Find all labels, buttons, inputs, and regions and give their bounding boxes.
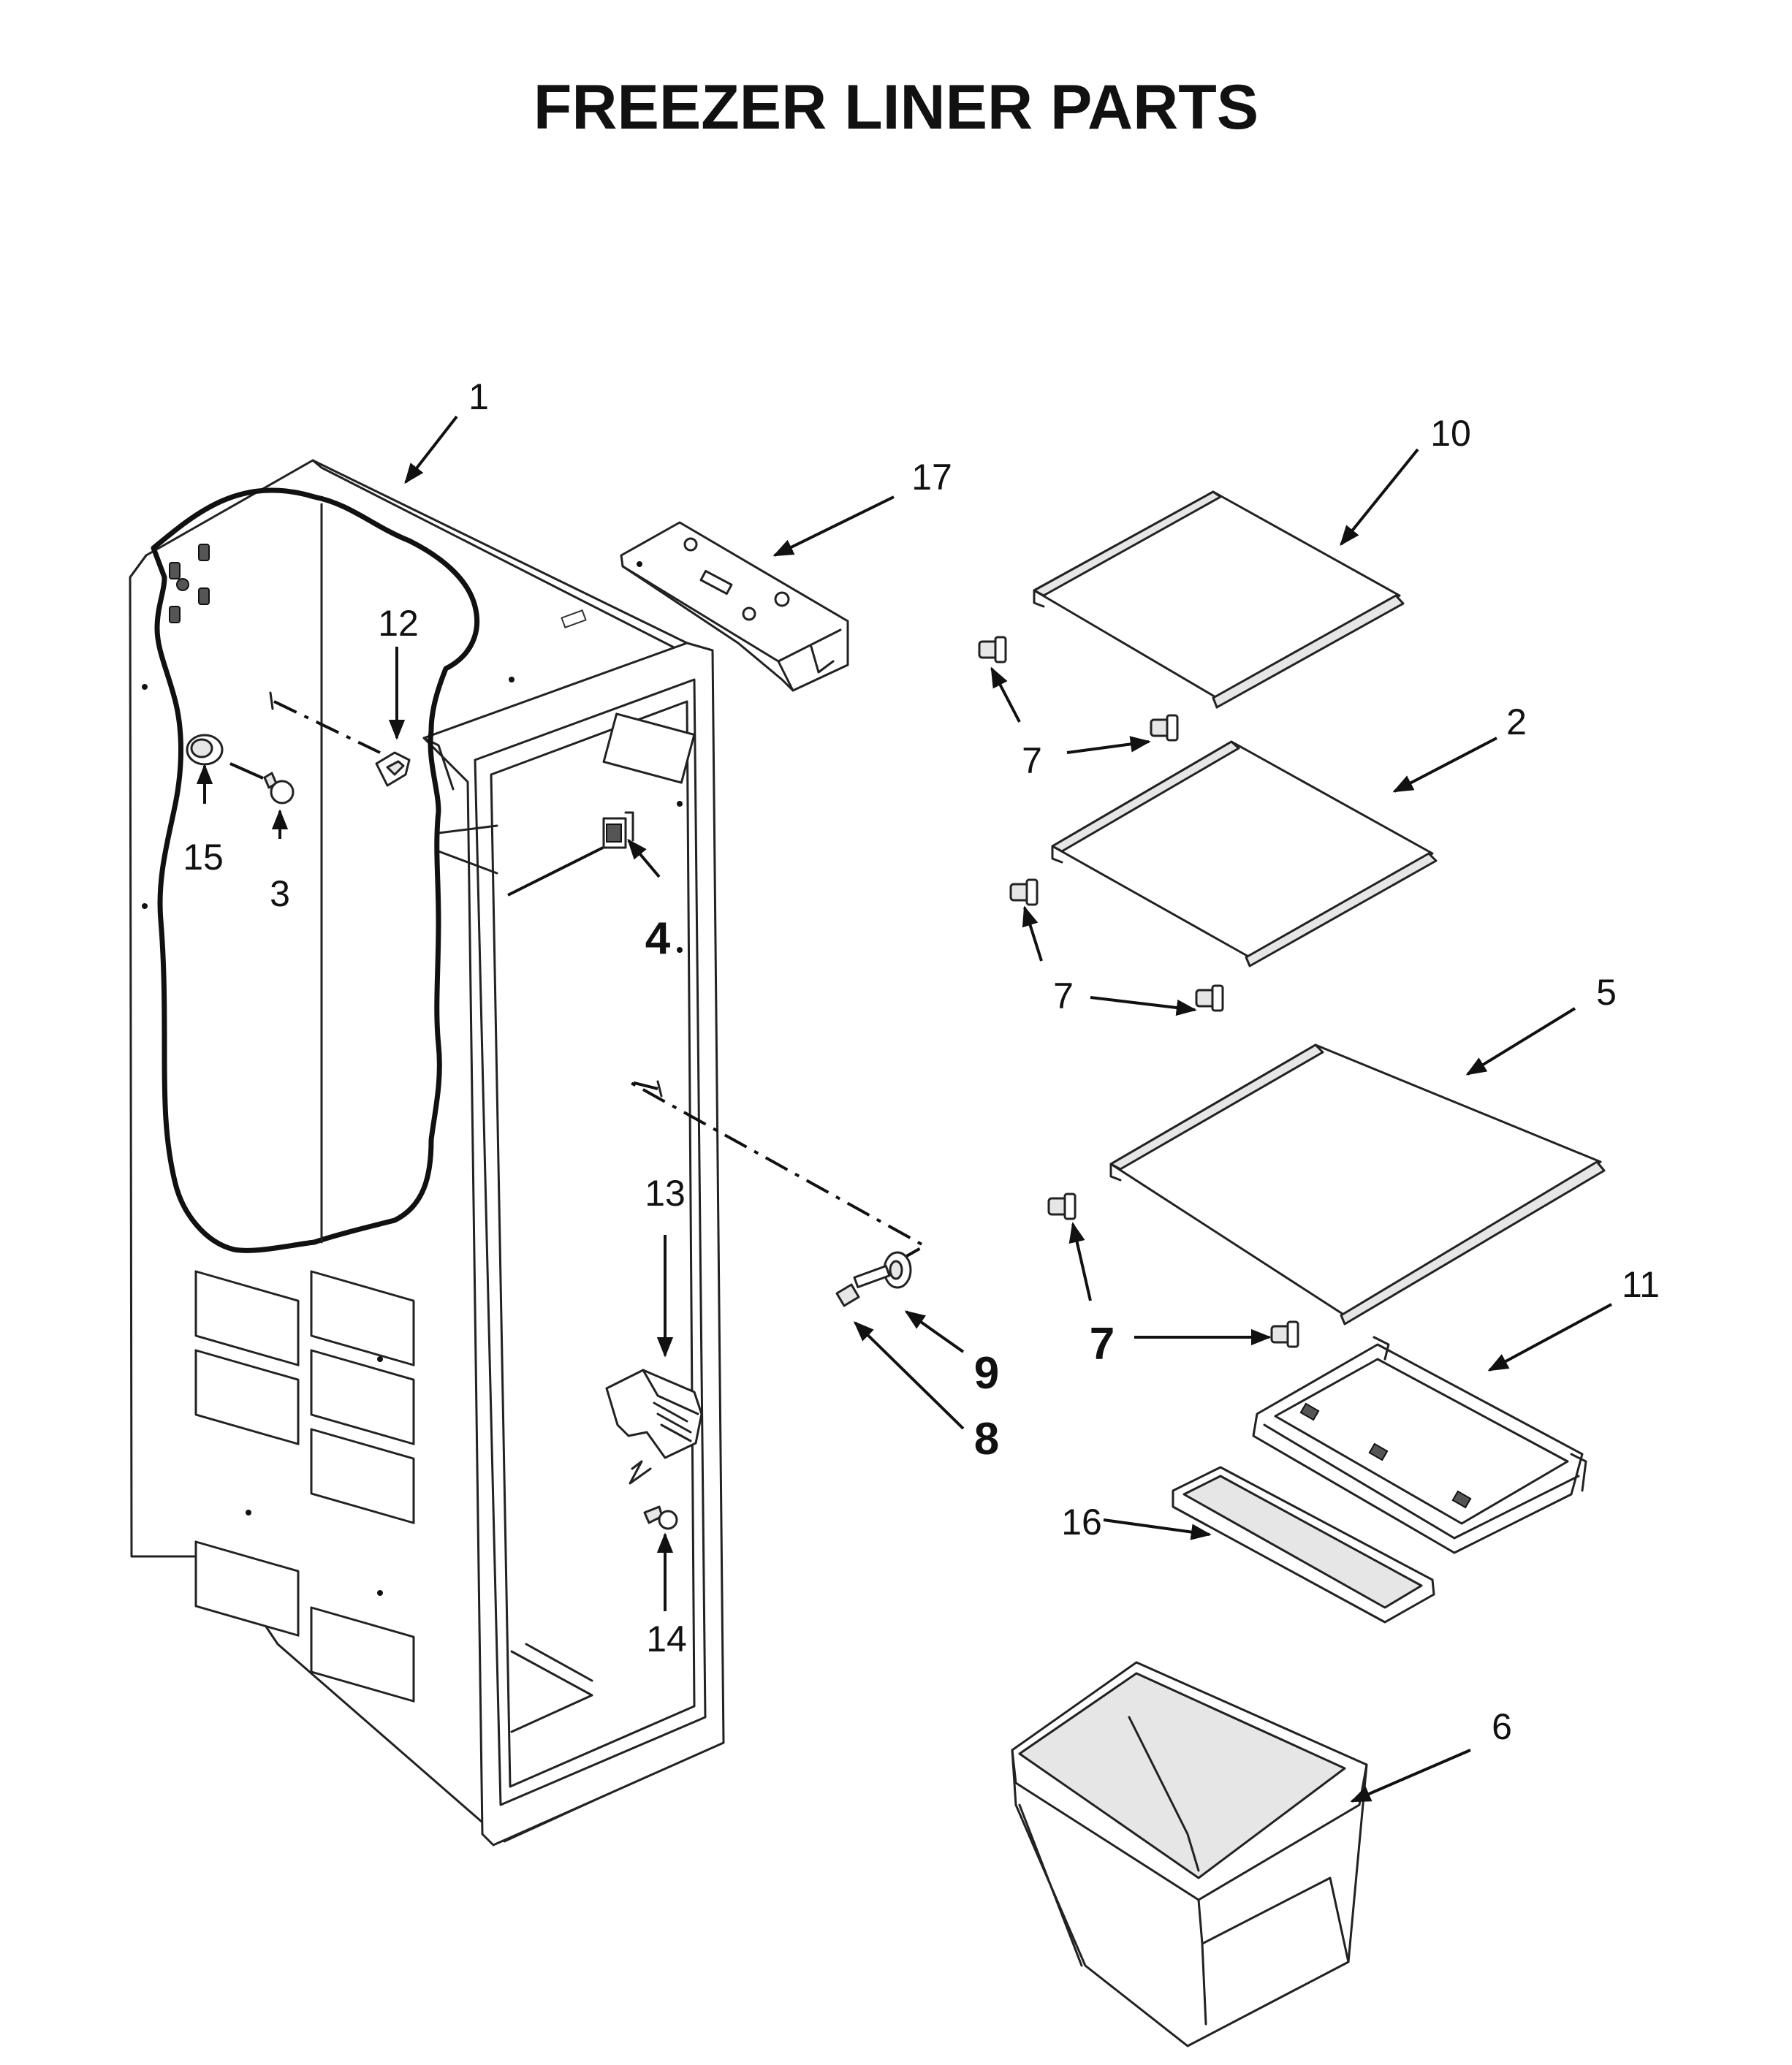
assembly-line-4 xyxy=(507,846,604,897)
part-11-pan-frame xyxy=(1252,1336,1587,1554)
callout-3: 3 xyxy=(270,873,290,914)
callout-16: 16 xyxy=(1061,1502,1102,1543)
part-9-washer xyxy=(883,1251,912,1289)
diagram-title: FREEZER LINER PARTS xyxy=(534,72,1258,142)
callout-4: 4 xyxy=(645,913,671,964)
part-14-screw xyxy=(643,1505,678,1530)
callout-13: 13 xyxy=(645,1173,686,1214)
callout-7c: 7 xyxy=(1090,1319,1115,1369)
callout-7b: 7 xyxy=(1053,976,1074,1016)
part-12-clip xyxy=(375,751,411,787)
part-6-bin xyxy=(1011,1661,1368,2047)
callout-12: 12 xyxy=(378,603,419,644)
part-1-freezer-liner xyxy=(129,459,725,1847)
part-16-cover-panel xyxy=(1172,1466,1435,1624)
assembly-line-12 xyxy=(273,700,381,754)
callout-9: 9 xyxy=(974,1348,999,1399)
part-15-grommet xyxy=(186,734,224,766)
part-5-shelf xyxy=(1109,1043,1606,1326)
part-13-cover xyxy=(605,1369,703,1485)
callout-1: 1 xyxy=(468,376,489,417)
leader-lines xyxy=(196,415,1612,1803)
part-10-shelf xyxy=(1033,490,1405,709)
callout-8: 8 xyxy=(974,1414,999,1464)
callout-17: 17 xyxy=(911,457,952,498)
part-7-shelf-supports xyxy=(978,636,1299,1348)
part-4-switch xyxy=(602,811,634,849)
callout-10: 10 xyxy=(1430,413,1471,454)
part-8-screw xyxy=(835,1265,891,1307)
callout-7a: 7 xyxy=(1022,740,1042,781)
callout-6: 6 xyxy=(1492,1706,1512,1747)
assembly-line-9 xyxy=(628,1080,928,1262)
callout-14: 14 xyxy=(646,1619,687,1659)
part-17-housing xyxy=(620,521,849,692)
callout-15: 15 xyxy=(183,837,224,878)
part-2-shelf xyxy=(1051,740,1438,967)
part-3-bulb xyxy=(263,772,295,805)
callout-5: 5 xyxy=(1596,972,1617,1013)
callout-2: 2 xyxy=(1506,701,1527,742)
callout-11: 11 xyxy=(1622,1264,1660,1305)
